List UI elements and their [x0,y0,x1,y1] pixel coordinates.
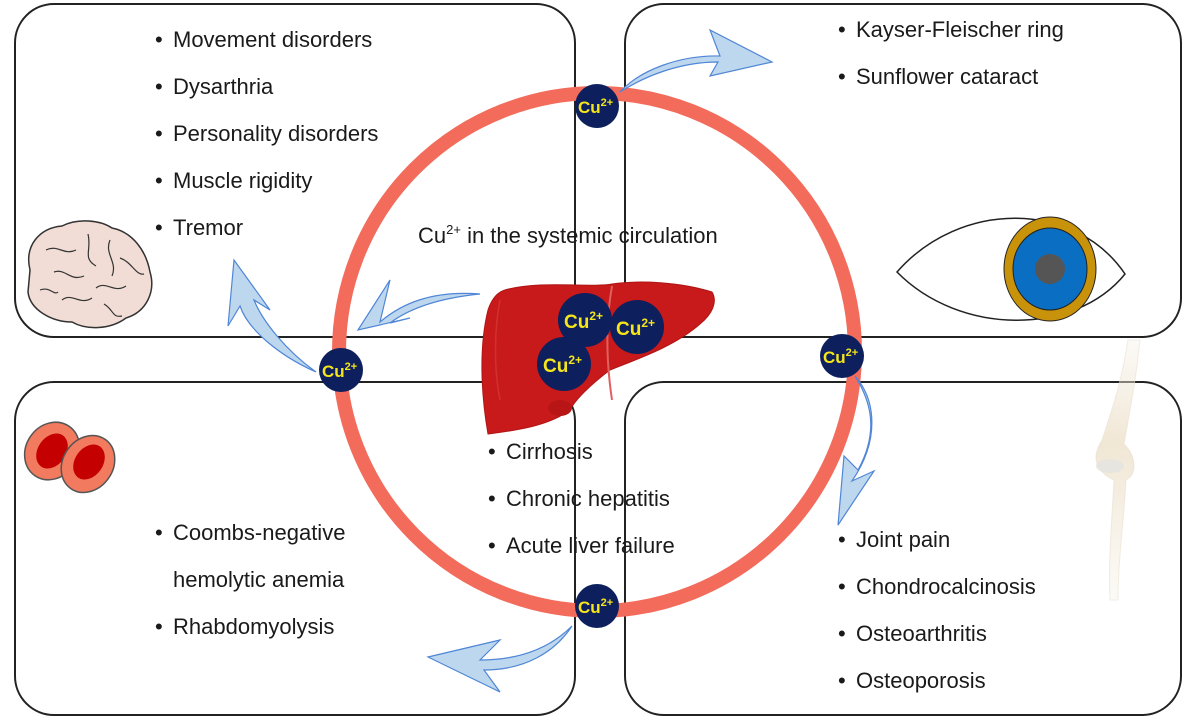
red-blood-cells-icon [23,421,116,494]
svg-text:Cu2+: Cu2+ [564,309,603,333]
svg-text:Cu2+: Cu2+ [543,353,582,377]
title-prefix: Cu [418,223,447,248]
liver-copper-ion: Cu2+ [610,300,664,354]
list-item-continuation: hemolytic anemia [173,567,345,592]
hepatic-list: •Cirrhosis •Chronic hepatitis •Acute liv… [488,428,675,569]
arrow-to-hematologic [426,625,573,693]
neurological-list: •Movement disorders •Dysarthria •Persona… [155,16,378,251]
list-item: •Sunflower cataract [838,64,1039,89]
arrow-to-neurological [227,258,317,373]
list-item: •Osteoporosis [838,668,986,693]
copper-ion-left: Cu2+ [319,348,363,392]
musculoskeletal-list: •Joint pain •Chondrocalcinosis •Osteoart… [838,516,1036,704]
musculoskeletal-panel [624,381,1182,716]
arrow-liver-to-circulation [356,279,481,331]
copper-ion-bottom: Cu2+ [575,584,619,628]
list-item: •Acute liver failure [488,533,675,558]
center-title: Cu2+ in the systemic circulation [418,222,718,249]
ocular-list: •Kayser-Fleischer ring •Sunflower catara… [838,6,1064,100]
title-suffix: in the systemic circulation [460,223,718,248]
brain-icon [27,220,153,329]
list-item: •Tremor [155,215,244,240]
copper-ion-top: Cu2+ [575,84,619,128]
list-item: •Cirrhosis [488,439,593,464]
list-item: •Coombs-negative [155,520,346,545]
list-item: •Chronic hepatitis [488,486,670,511]
list-item: •Osteoarthritis [838,621,987,646]
bone-icon [1095,339,1141,601]
arrow-to-ocular [619,28,774,93]
list-item: •Kayser-Fleischer ring [838,17,1064,42]
liver-copper-ion: Cu2+ [558,293,612,347]
hematologic-list: •Coombs-negative hemolytic anemia •Rhabd… [155,509,345,650]
list-item: •Muscle rigidity [155,168,313,193]
liver-copper-ion: Cu2+ [537,337,591,391]
eye-icon [895,216,1126,322]
list-item: •Chondrocalcinosis [838,574,1036,599]
list-item: •Dysarthria [155,74,274,99]
list-item: •Joint pain [838,527,951,552]
arrow-to-musculoskeletal [837,375,876,526]
list-item: •Rhabdomyolysis [155,614,335,639]
copper-ion-right: Cu2+ [820,334,864,378]
list-item: •Movement disorders [155,27,373,52]
title-superscript: 2+ [446,222,461,237]
list-item: •Personality disorders [155,121,379,146]
